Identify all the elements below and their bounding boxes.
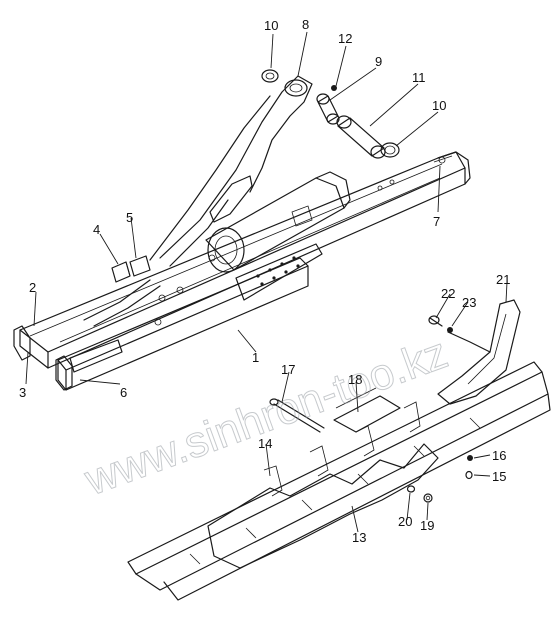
small-hardware <box>406 315 473 503</box>
watermark-text: www.sinhron-too.kz <box>78 328 454 505</box>
track-frame <box>13 151 471 391</box>
callout-17: 17 <box>281 362 295 377</box>
front-guard-21 <box>437 299 521 405</box>
callout-18: 18 <box>348 372 362 387</box>
callout-15: 15 <box>492 469 506 484</box>
callout-labels: 10 8 12 9 11 10 7 4 5 2 3 6 1 17 18 14 1… <box>19 17 510 545</box>
callout-7: 7 <box>433 214 440 229</box>
bushing-right <box>380 142 400 158</box>
callout-9: 9 <box>375 54 382 69</box>
nut-15 <box>465 470 473 480</box>
callout-2: 2 <box>29 280 36 295</box>
callout-22: 22 <box>441 286 455 301</box>
pivot-arm <box>149 75 313 267</box>
callout-14: 14 <box>258 436 272 451</box>
washer-20 <box>406 485 416 493</box>
callout-16: 16 <box>492 448 506 463</box>
bolt-17 <box>269 398 325 433</box>
leader-lines <box>25 31 508 533</box>
callout-20: 20 <box>398 514 412 529</box>
track-guard <box>127 361 551 601</box>
washer-16 <box>467 455 473 461</box>
callout-11: 11 <box>412 70 426 85</box>
callout-8: 8 <box>302 17 309 32</box>
bushing-pin-set <box>261 69 400 159</box>
callout-4: 4 <box>93 222 100 237</box>
washer-23 <box>447 327 453 333</box>
callout-21: 21 <box>496 272 510 287</box>
callout-13: 13 <box>352 530 366 545</box>
callout-10-right: 10 <box>432 98 446 113</box>
callout-12: 12 <box>338 31 352 46</box>
cylinder-housing <box>205 171 351 301</box>
bolt-22 <box>428 315 440 325</box>
guard-bracket-18 <box>333 387 401 433</box>
grease-fitting <box>331 85 337 91</box>
bushing-left <box>261 69 279 83</box>
callout-19: 19 <box>420 518 434 533</box>
callout-10-left: 10 <box>264 18 278 33</box>
callout-1: 1 <box>252 350 259 365</box>
callout-23: 23 <box>462 295 476 310</box>
callout-5: 5 <box>126 210 133 225</box>
callout-6: 6 <box>120 385 127 400</box>
callout-3: 3 <box>19 385 26 400</box>
nut-19 <box>423 493 433 503</box>
